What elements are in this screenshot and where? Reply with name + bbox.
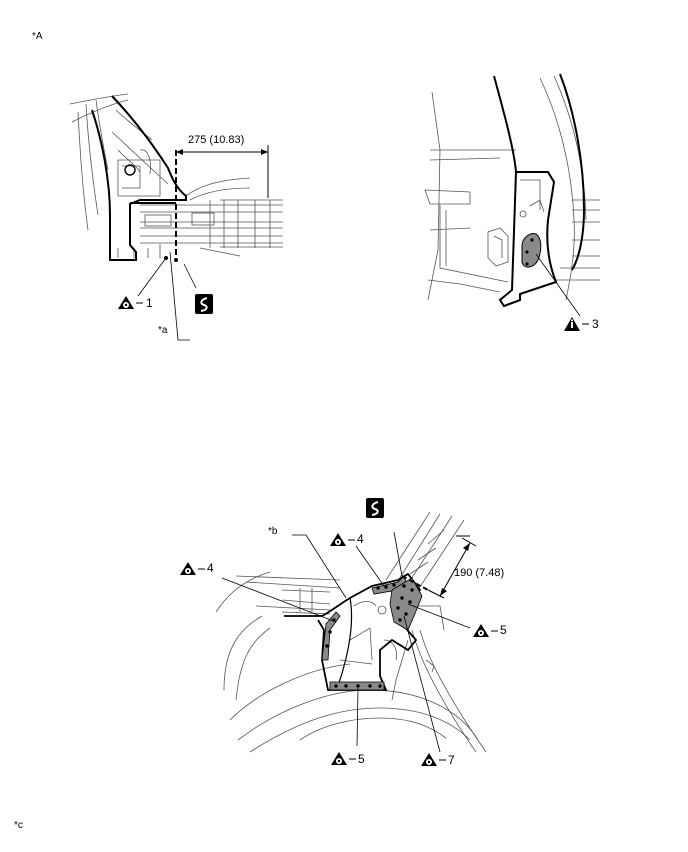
top-right-weld-region bbox=[521, 233, 542, 268]
footer-label: *c bbox=[14, 820, 23, 831]
top-right-structure-lines bbox=[424, 75, 600, 301]
callout-number-5-bottom: 5 bbox=[358, 752, 365, 766]
callout-number-5-right: 5 bbox=[500, 623, 507, 637]
spot-weld-icon bbox=[331, 752, 356, 765]
bottom-part-outline bbox=[284, 572, 422, 691]
leader-a bbox=[169, 251, 190, 341]
cut-line-icon bbox=[366, 498, 384, 518]
callout-number-4-left: 4 bbox=[207, 561, 214, 575]
bottom-structure-lines bbox=[215, 511, 487, 753]
top-left-structure-lines bbox=[69, 93, 283, 258]
callout-number-1: 1 bbox=[146, 296, 153, 310]
plug-weld-icon bbox=[564, 317, 589, 331]
callout-number-7: 7 bbox=[448, 753, 455, 767]
bottom-dimension-line bbox=[439, 542, 471, 597]
note-label-b: *b bbox=[268, 526, 278, 537]
weld-flange-left bbox=[321, 611, 341, 661]
figure-label: *A bbox=[32, 31, 43, 42]
spot-weld-icon bbox=[473, 624, 498, 637]
cut-line-icon bbox=[195, 294, 213, 314]
top-left-part-outline bbox=[91, 95, 187, 261]
bottom-weld-points bbox=[325, 583, 414, 688]
leader-4-left bbox=[221, 577, 337, 623]
callout-number-4-top: 4 bbox=[357, 532, 364, 546]
top-left-hole bbox=[124, 164, 136, 176]
top-left-dimension-label: 275 (10.83) bbox=[188, 134, 245, 146]
leader-7 bbox=[403, 615, 441, 753]
bottom-dimension-label: 190 (7.48) bbox=[454, 567, 505, 579]
leader-4-top bbox=[355, 545, 385, 587]
leader-5-bottom bbox=[356, 687, 359, 747]
pillar-edge-right bbox=[559, 73, 586, 271]
note-label-a: *a bbox=[158, 325, 168, 336]
bottom-cut-line bbox=[401, 575, 429, 591]
spot-weld-icon bbox=[330, 533, 355, 546]
leader-3 bbox=[535, 253, 581, 317]
leader-cut-symbol bbox=[393, 531, 403, 577]
spot-weld-icon bbox=[421, 753, 446, 766]
spot-weld-icon bbox=[118, 296, 143, 309]
leader-1 bbox=[137, 257, 167, 297]
leader-b bbox=[292, 534, 347, 599]
leader-5-right bbox=[407, 603, 471, 629]
weld-flange-right bbox=[389, 577, 423, 631]
spot-weld-icon bbox=[180, 562, 205, 575]
callout-number-3: 3 bbox=[592, 317, 599, 331]
top-right-panel-outline bbox=[498, 171, 558, 308]
pillar-edge-left bbox=[493, 75, 517, 173]
